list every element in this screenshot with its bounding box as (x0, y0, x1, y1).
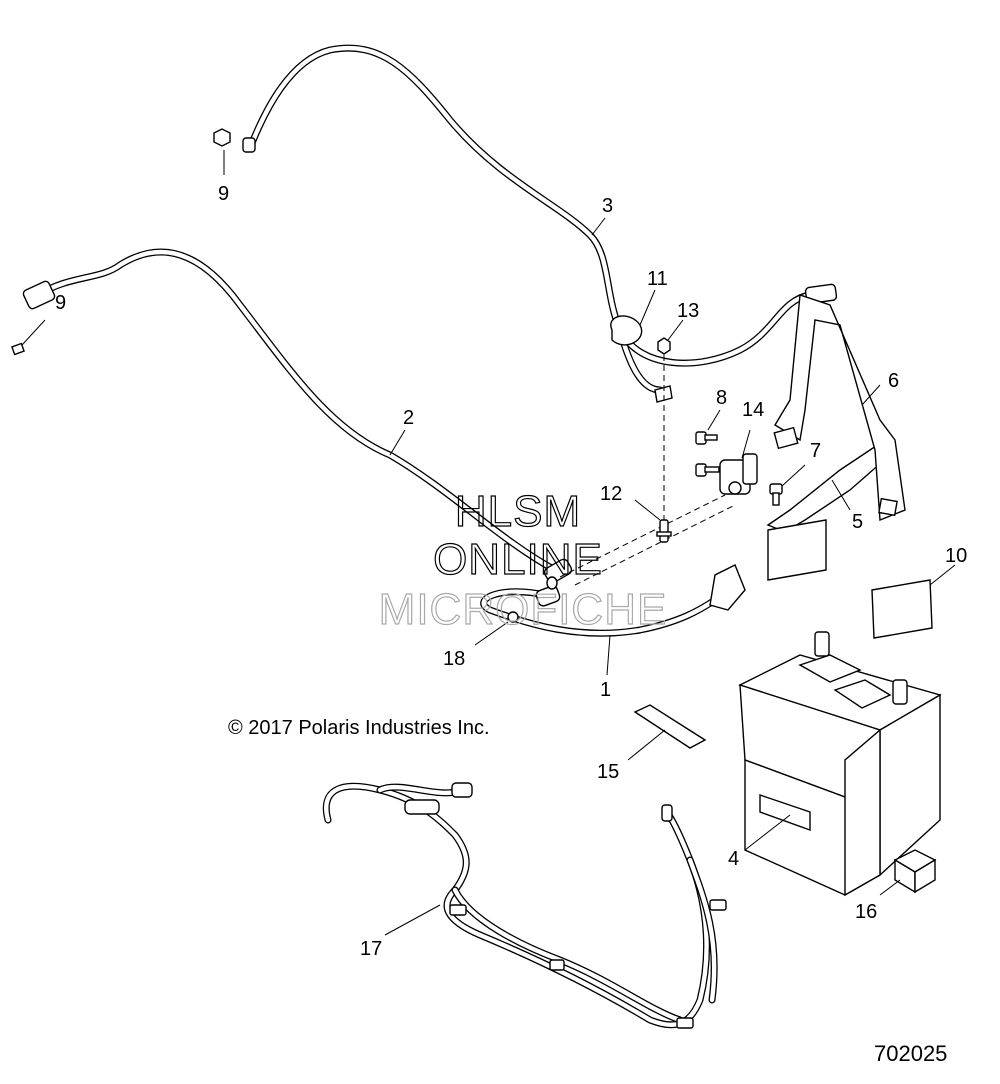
relay-box-16 (893, 849, 937, 894)
callout-5: 5 (852, 511, 863, 533)
callout-10: 10 (945, 545, 967, 567)
washer (546, 576, 558, 590)
figure-number: 702025 (874, 1041, 947, 1066)
callout-12: 12 (600, 483, 622, 505)
callouts: 9 9 3 11 13 2 8 14 7 6 5 12 10 18 1 15 4… (55, 183, 967, 960)
watermark-line-3: MICROFICHE (379, 585, 668, 634)
callout-15: 15 (597, 761, 619, 783)
callout-14: 14 (742, 399, 764, 421)
nut-18 (507, 611, 519, 623)
cable-3 (242, 44, 838, 394)
bolt-8 (695, 431, 718, 445)
label-15 (633, 704, 707, 749)
bracket-5 (766, 438, 891, 533)
clip (654, 385, 673, 403)
battery-4 (738, 631, 942, 897)
callout-3: 3 (602, 195, 613, 217)
watermark-line-2: ONLINE (433, 535, 603, 584)
cable-1 (480, 564, 746, 637)
strap-6 (773, 294, 906, 522)
callout-13: 13 (677, 300, 699, 322)
stud-12 (656, 519, 672, 543)
pad-10 (871, 579, 933, 639)
callout-16: 16 (855, 901, 877, 923)
callout-8: 8 (716, 387, 727, 409)
callout-9-top: 9 (218, 183, 229, 205)
watermark: HLSM ONLINE MICROFICHE (378, 486, 668, 634)
nut-9-top (213, 128, 231, 147)
nut-13 (657, 337, 671, 355)
clip-11 (610, 315, 643, 346)
callout-17: 17 (360, 938, 382, 960)
bolt-7 (769, 483, 783, 506)
callout-2: 2 (403, 407, 414, 429)
callout-7: 7 (810, 440, 821, 462)
cable-2 (22, 248, 573, 584)
watermark-line-1: HLSM (455, 487, 581, 536)
pad (767, 519, 827, 581)
callout-9-left: 9 (55, 292, 66, 314)
leader-lines (21, 150, 956, 936)
harness-17 (322, 782, 727, 1029)
callout-11: 11 (647, 268, 668, 290)
copyright-text: © 2017 Polaris Industries Inc. (228, 717, 490, 739)
callout-6: 6 (888, 370, 899, 392)
solenoid-14 (695, 453, 758, 495)
callout-18: 18 (443, 648, 465, 670)
nut-9-left (11, 342, 25, 356)
alignment-lines (559, 355, 736, 586)
callout-4: 4 (728, 848, 739, 870)
callout-1: 1 (600, 679, 611, 701)
